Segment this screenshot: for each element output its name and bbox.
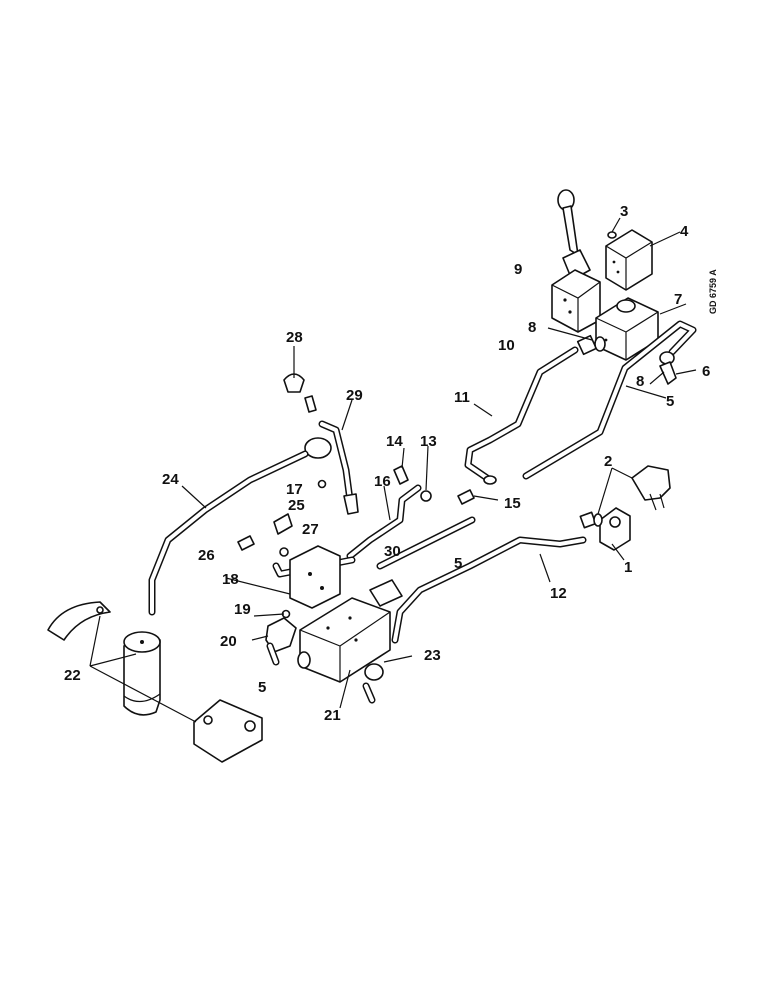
callout-14: 14	[386, 433, 403, 450]
callout-12: 12	[550, 585, 567, 602]
callout-21: 21	[324, 707, 341, 724]
callout-29: 29	[346, 387, 363, 404]
bolt-15	[457, 489, 475, 505]
callout-labels: 1 2 3 4 5 5 5 6 7 8 8 9 10 11 12 13 14 1…	[64, 203, 710, 724]
callout-27: 27	[302, 521, 319, 538]
union-fitting	[579, 511, 603, 529]
accumulator-clamp	[47, 601, 111, 641]
callout-22: 22	[64, 667, 81, 684]
callout-8-right: 8	[636, 373, 644, 390]
callout-8-left: 8	[528, 319, 536, 336]
leader-lines	[89, 217, 697, 723]
callout-7: 7	[674, 291, 682, 308]
nut-13	[420, 490, 432, 502]
o-ring	[607, 231, 617, 239]
callout-10: 10	[498, 337, 515, 354]
cover-block	[605, 229, 653, 291]
banjo-fitting-23	[362, 663, 384, 704]
callout-13: 13	[420, 433, 437, 450]
bolt-14	[393, 465, 409, 485]
callout-28: 28	[286, 329, 303, 346]
callout-15: 15	[504, 495, 521, 512]
callout-17: 17	[286, 481, 303, 498]
pipe-12	[391, 536, 587, 644]
bracket-20	[265, 617, 297, 666]
washer-25	[317, 479, 327, 489]
control-lever-housing	[551, 189, 601, 333]
callout-24: 24	[162, 471, 179, 488]
drawing-reference: GD 6759 A	[708, 269, 718, 314]
accumulator	[123, 631, 161, 716]
pipe-5-upper	[522, 320, 697, 480]
callout-5-lower: 5	[258, 679, 266, 696]
pipe-16	[346, 484, 422, 560]
callout-18: 18	[222, 571, 239, 588]
cap-fitting	[631, 465, 671, 511]
callout-1: 1	[624, 559, 632, 576]
lever-24	[148, 437, 332, 616]
callout-16: 16	[374, 473, 391, 490]
accumulator-bracket	[193, 699, 263, 763]
adapter-fitting	[576, 334, 606, 356]
pipe-5-middle	[376, 516, 476, 570]
callout-11: 11	[454, 389, 470, 406]
clip-17	[273, 513, 293, 535]
callout-2: 2	[604, 453, 612, 470]
bolt-26	[237, 535, 255, 551]
lever-knob	[283, 373, 305, 393]
pipe-11	[464, 346, 579, 485]
callout-19: 19	[234, 601, 251, 618]
main-control-valve	[297, 579, 403, 683]
callout-25: 25	[288, 497, 305, 514]
callout-26: 26	[198, 547, 215, 564]
callout-3: 3	[620, 203, 628, 220]
washer-27	[279, 547, 289, 557]
mounting-bracket	[289, 545, 341, 609]
callout-20: 20	[220, 633, 237, 650]
bracket-fitting	[599, 507, 631, 551]
lever-rod-29	[304, 395, 359, 515]
callout-5-middle: 5	[454, 555, 462, 572]
callout-30: 30	[384, 543, 401, 560]
elbow-fitting	[659, 351, 677, 385]
callout-4: 4	[680, 223, 689, 240]
callout-6: 6	[702, 363, 710, 380]
callout-23: 23	[424, 647, 441, 664]
callout-9: 9	[514, 261, 522, 278]
callout-5-upper: 5	[666, 393, 674, 410]
